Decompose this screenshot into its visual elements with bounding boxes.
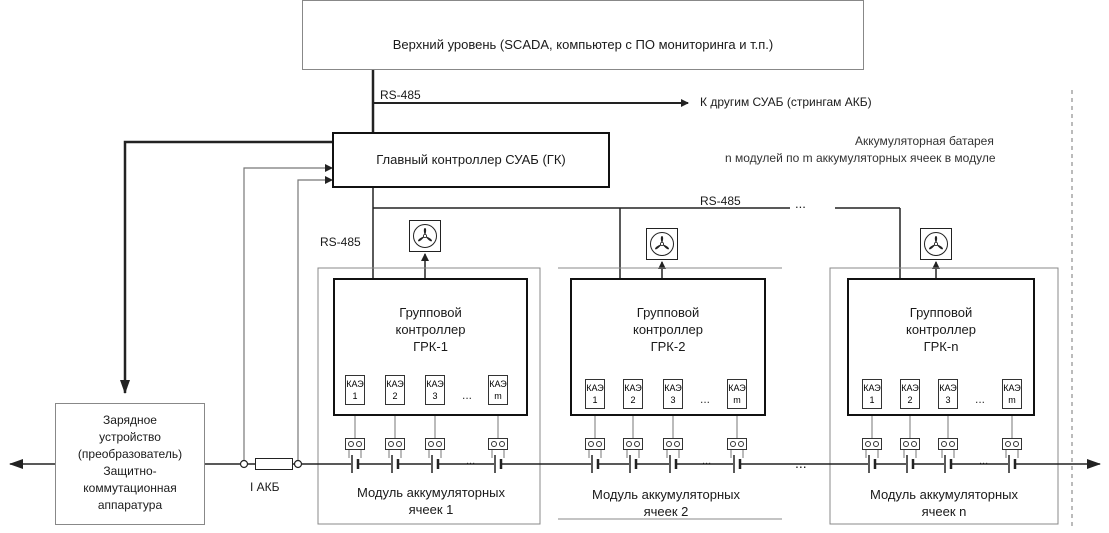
charger-line2: устройство xyxy=(99,430,161,444)
cell-ellipsis-1: ... xyxy=(466,455,476,467)
fan-icon xyxy=(646,228,678,260)
junction-point xyxy=(293,459,303,469)
terminal-block-icon xyxy=(727,438,747,450)
rs485-top-label: RS-485 xyxy=(380,88,421,102)
rs485-left-label: RS-485 xyxy=(320,235,361,249)
group-controller-line3: ГРК-2 xyxy=(650,339,686,354)
battery-note-line2: n модулей по m аккумуляторных ячеек в мо… xyxy=(725,151,996,165)
terminal-block-icon xyxy=(862,438,882,450)
charger-line3: (преобразователь) xyxy=(77,447,183,461)
charger-box: Зарядное устройство (преобразователь) За… xyxy=(55,403,205,525)
cell-ellipsis-2: ... xyxy=(702,455,712,467)
kae-ellipsis: ... xyxy=(700,392,711,406)
group-controller-line1: Групповой xyxy=(909,305,973,320)
shunt-resistor-icon xyxy=(255,458,293,470)
charger-line1: Зарядное xyxy=(103,413,157,427)
terminal-block-icon xyxy=(488,438,508,450)
main-controller-box: Главный контроллер СУАБ (ГК) xyxy=(332,132,610,188)
charger-line5: коммутационная xyxy=(83,481,177,495)
terminal-block-icon xyxy=(900,438,920,450)
between-modules-ellipsis: ... xyxy=(795,455,807,471)
battery-cell-gap xyxy=(1008,456,1016,472)
battery-cell-gap xyxy=(391,456,399,472)
battery-cell-gap xyxy=(944,456,952,472)
battery-cell-gap xyxy=(431,456,439,472)
charger-line4: Защитно- xyxy=(103,464,157,478)
battery-cell-gap xyxy=(906,456,914,472)
group-controller-line1: Групповой xyxy=(399,305,462,320)
terminal-block-icon xyxy=(623,438,643,450)
terminal-block-icon xyxy=(938,438,958,450)
charger-line6: аппаратура xyxy=(97,498,163,512)
terminal-block-icon xyxy=(345,438,365,450)
top-level-label: Верхний уровень (SCADA, компьютер с ПО м… xyxy=(392,37,774,52)
battery-cell-gap xyxy=(868,456,876,472)
cell-ellipsis-n: ... xyxy=(979,455,989,467)
kae-ellipsis: ... xyxy=(975,392,986,406)
bus-ellipsis: ... xyxy=(795,196,806,211)
group-controller-line3: ГРК-1 xyxy=(413,339,448,354)
other-bms-label: К другим СУАБ (стрингам АКБ) xyxy=(700,95,872,109)
group-controller-line1: Групповой xyxy=(636,305,700,320)
terminal-block-icon xyxy=(385,438,405,450)
battery-cell-gap xyxy=(629,456,637,472)
junction-point xyxy=(239,459,249,469)
group-controller-line2: контроллер xyxy=(905,322,976,337)
main-controller-label: Главный контроллер СУАБ (ГК) xyxy=(376,152,566,167)
battery-cell-gap xyxy=(494,456,502,472)
group-controller-line3: ГРК-n xyxy=(923,339,959,354)
battery-cell-gap xyxy=(591,456,599,472)
terminal-block-icon xyxy=(585,438,605,450)
battery-cell-gap xyxy=(669,456,677,472)
terminal-block-icon xyxy=(425,438,445,450)
group-controller-line2: контроллер xyxy=(395,322,466,337)
top-level-box: Верхний уровень (SCADA, компьютер с ПО м… xyxy=(302,0,864,70)
current-label: I АКБ xyxy=(250,480,280,494)
battery-note-line1: Аккумуляторная батарея xyxy=(855,134,994,148)
battery-cell-gap xyxy=(733,456,741,472)
group-controller-line2: контроллер xyxy=(632,322,703,337)
fan-icon xyxy=(409,220,441,252)
kae-ellipsis: ... xyxy=(462,388,473,402)
battery-cell-gap xyxy=(351,456,359,472)
rs485-bus-label: RS-485 xyxy=(700,194,741,208)
terminal-block-icon xyxy=(663,438,683,450)
fan-icon xyxy=(920,228,952,260)
terminal-block-icon xyxy=(1002,438,1022,450)
